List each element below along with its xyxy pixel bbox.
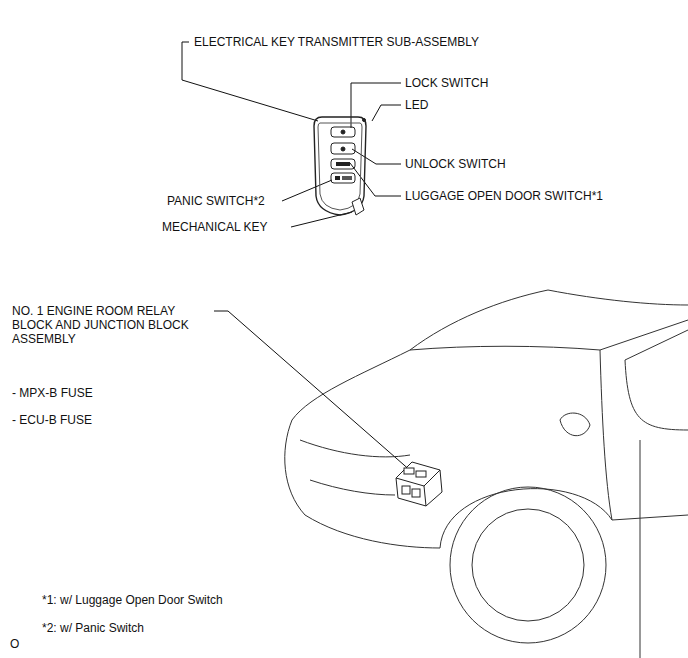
key-fob bbox=[314, 117, 366, 215]
leader-lines bbox=[182, 42, 412, 472]
part-name: LED bbox=[405, 98, 428, 112]
part-name: NO. 1 ENGINE ROOM RELAY BLOCK AND JUNCTI… bbox=[12, 304, 208, 346]
part-name: PANIC SWITCH*2 bbox=[167, 194, 265, 208]
relay-block bbox=[396, 462, 442, 506]
footnote: *1: w/ Luggage Open Door Switch bbox=[42, 593, 223, 607]
part-name: MECHANICAL KEY bbox=[162, 220, 268, 234]
figure-mark: O bbox=[10, 637, 19, 651]
part-name: LUGGAGE OPEN DOOR SWITCH*1 bbox=[405, 189, 603, 203]
part-name: ELECTRICAL KEY TRANSMITTER SUB-ASSEMBLY bbox=[194, 35, 479, 49]
vehicle-outline bbox=[285, 290, 688, 658]
part-name: UNLOCK SWITCH bbox=[405, 157, 506, 171]
fuse-name: - ECU-B FUSE bbox=[12, 413, 92, 427]
fuse-name: - MPX-B FUSE bbox=[12, 386, 93, 400]
part-name: LOCK SWITCH bbox=[405, 76, 488, 90]
footnote: *2: w/ Panic Switch bbox=[42, 621, 144, 635]
